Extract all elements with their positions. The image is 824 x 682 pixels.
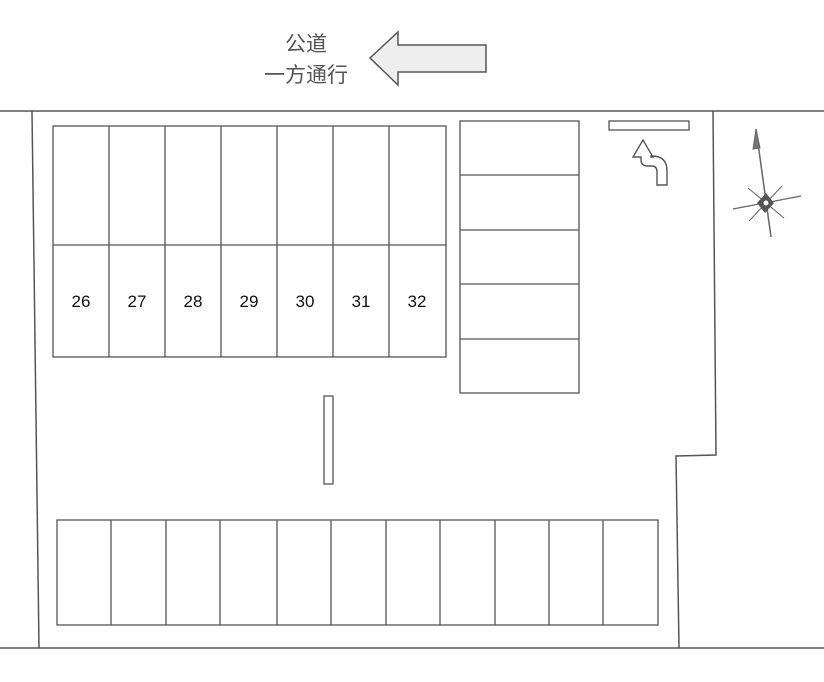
space-number: 31 (351, 292, 371, 311)
arrow-left-icon (368, 30, 487, 87)
space-number: 30 (295, 292, 315, 311)
top-block-outline (52, 125, 447, 358)
space-number: 27 (127, 292, 147, 311)
bottom-parking-row (56, 519, 659, 626)
u-turn-arrow-icon (631, 138, 668, 186)
entrance-bar (608, 120, 690, 131)
road-label-line1: 公道 (285, 32, 327, 56)
center-divider (323, 395, 334, 485)
space-number: 29 (239, 292, 259, 311)
road-label-line2: 一方通行 (264, 63, 348, 87)
right-parking-stack (459, 120, 580, 394)
space-number: 28 (183, 292, 203, 311)
space-number: 26 (71, 292, 91, 311)
space-number: 32 (407, 292, 427, 311)
top-parking-block (52, 125, 447, 358)
lot-boundary (0, 110, 824, 649)
compass-rose-icon (732, 128, 802, 238)
